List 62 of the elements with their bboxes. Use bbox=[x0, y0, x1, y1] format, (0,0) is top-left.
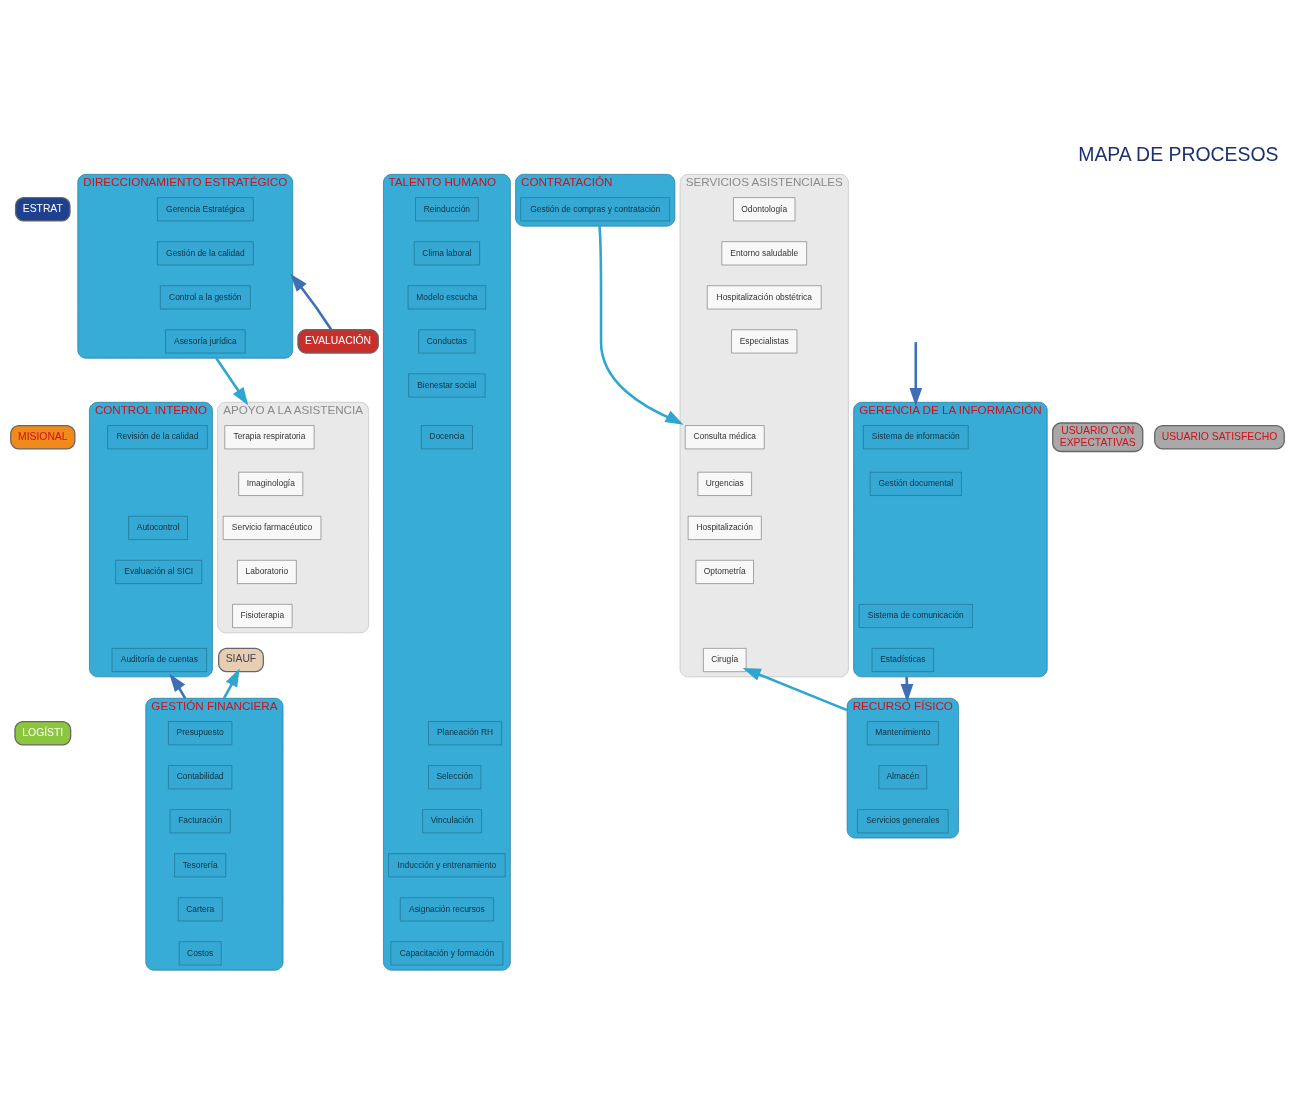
node-box: Contabilidad bbox=[168, 764, 233, 789]
node-box: ESTRAT bbox=[14, 196, 71, 222]
node-box: Especialistas bbox=[731, 328, 798, 353]
node-box: USUARIO CON EXPECTATIVAS bbox=[1052, 421, 1144, 452]
node-box: Odontología bbox=[733, 196, 796, 221]
node-box: Reinducción bbox=[415, 196, 479, 221]
arrow bbox=[909, 341, 923, 406]
node-box: Gestión de compras y contratación bbox=[520, 196, 670, 221]
node-box: Sistema de información bbox=[863, 424, 969, 449]
node-box: Inducción y entrenamiento bbox=[388, 852, 506, 877]
node-box: Control a la gestión bbox=[160, 284, 251, 309]
node-box: Hospitalización obstétrica bbox=[706, 284, 822, 309]
arrow bbox=[742, 667, 848, 711]
node-box: Revisión de la calidad bbox=[107, 424, 208, 449]
node-box: SIAUF bbox=[217, 647, 264, 672]
arrow bbox=[598, 225, 684, 425]
node-box: Laboratorio bbox=[237, 559, 297, 584]
node-box: Imaginología bbox=[238, 471, 304, 496]
arrow bbox=[222, 667, 240, 699]
node-box: Gerencia Estratégica bbox=[157, 196, 254, 221]
arrow bbox=[215, 357, 249, 406]
arrow bbox=[290, 273, 333, 330]
node-box: Estadísticas bbox=[871, 647, 934, 672]
node-box: LOGÍSTI bbox=[14, 720, 72, 745]
node-box: Docencia bbox=[421, 424, 473, 449]
node-box: Bienestar social bbox=[408, 372, 486, 397]
node-box: Sistema de comunicación bbox=[858, 603, 973, 628]
node-box: EVALUACIÓN bbox=[297, 328, 379, 354]
node-box: Selección bbox=[428, 764, 482, 789]
node-box: Asignación recursos bbox=[399, 896, 494, 921]
node-box: Almacén bbox=[878, 764, 928, 789]
node-box: Auditoría de cuentas bbox=[111, 647, 207, 672]
node-box: Mantenimiento bbox=[866, 720, 939, 745]
node-box: Consulta médica bbox=[684, 424, 765, 449]
node-box: Optometría bbox=[695, 559, 754, 584]
node-box: Cartera bbox=[177, 896, 223, 921]
node-box: Vinculación bbox=[422, 808, 482, 833]
node-box: Autocontrol bbox=[128, 515, 188, 540]
node-box: MISIONAL bbox=[10, 424, 76, 450]
node-box: Presupuesto bbox=[168, 720, 233, 745]
node-box: Gestión documental bbox=[869, 471, 962, 496]
node-box: Urgencias bbox=[697, 471, 752, 496]
node-box: Tesorería bbox=[174, 852, 227, 877]
node-box: Evaluación al SICI bbox=[115, 559, 203, 584]
node-box: Terapia respiratoria bbox=[224, 424, 315, 449]
node-box: Conductas bbox=[418, 328, 476, 353]
node-box: Fisioterapia bbox=[232, 603, 293, 628]
node-box: Hospitalización bbox=[687, 515, 762, 540]
node-box: USUARIO SATISFECHO bbox=[1154, 424, 1285, 450]
diagram-title: MAPA DE PROCESOS bbox=[1078, 142, 1279, 165]
node-box: Gestión de la calidad bbox=[157, 240, 254, 265]
node-box: Capacitación y formación bbox=[390, 940, 504, 965]
node-box: Servicios generales bbox=[857, 808, 949, 833]
node-box: Costos bbox=[178, 940, 222, 965]
node-box: Entorno saludable bbox=[721, 240, 807, 265]
node-box: Facturación bbox=[169, 808, 231, 833]
node-box: Cirugía bbox=[703, 647, 747, 672]
node-box: Servicio farmacéutico bbox=[222, 515, 322, 540]
node-box: Modelo escucha bbox=[407, 284, 487, 309]
node-box: Planeación RH bbox=[428, 720, 502, 745]
node-box: Asesoría jurídica bbox=[165, 328, 246, 353]
node-box: Clima laboral bbox=[413, 240, 480, 265]
